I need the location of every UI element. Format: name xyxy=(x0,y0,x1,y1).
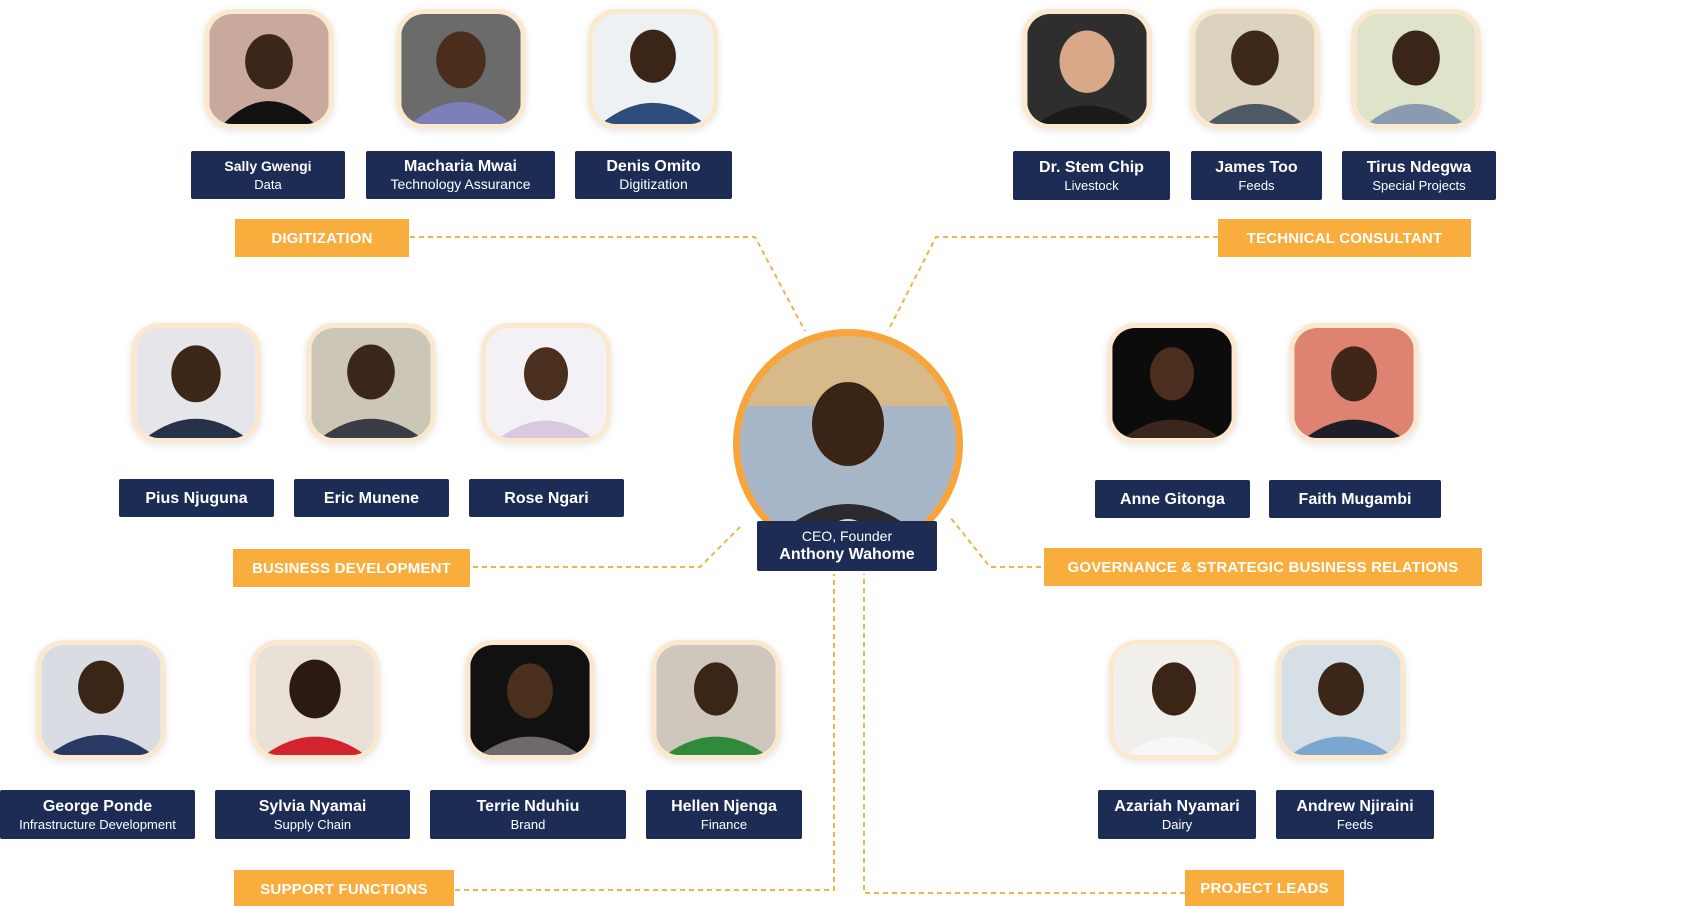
member-role: Brand xyxy=(510,816,546,832)
card-sally-gwengi: Sally Gwengi Data xyxy=(191,151,345,199)
member-name: Terrie Nduhiu xyxy=(476,797,580,815)
photo-dr-stem-chip xyxy=(1022,9,1152,129)
dept-label-technical: TECHNICAL CONSULTANT xyxy=(1218,219,1471,257)
photo-faith-mugambi xyxy=(1289,323,1419,443)
card-dr-stem-chip: Dr. Stem Chip Livestock xyxy=(1013,151,1170,200)
member-name: Sylvia Nyamai xyxy=(258,797,367,815)
photo-rose-ngari xyxy=(481,323,611,443)
member-role: Data xyxy=(254,177,282,192)
member-role: Feeds xyxy=(1336,816,1374,832)
dept-label-projects: PROJECT LEADS xyxy=(1185,870,1344,906)
member-name: Denis Omito xyxy=(606,158,701,175)
member-name: Sally Gwengi xyxy=(224,158,312,174)
member-role: Finance xyxy=(700,816,748,832)
photo-james-too xyxy=(1190,9,1320,129)
member-name: Pius Njuguna xyxy=(145,489,248,507)
card-rose-ngari: Rose Ngari xyxy=(469,479,624,517)
member-name: Hellen Njenga xyxy=(671,797,777,815)
member-name: Dr. Stem Chip xyxy=(1039,158,1144,176)
photo-tirus-ndegwa xyxy=(1351,9,1481,129)
photo-sally-gwengi xyxy=(204,9,334,129)
member-role: Dairy xyxy=(1161,816,1193,832)
member-name: James Too xyxy=(1215,158,1298,176)
card-anne-gitonga: Anne Gitonga xyxy=(1095,480,1250,518)
dept-label-digitization: DIGITIZATION xyxy=(235,219,409,257)
member-role: Infrastructure Development xyxy=(19,816,176,832)
card-denis-omito: Denis Omito Digitization xyxy=(575,151,732,199)
connector-business xyxy=(473,526,741,568)
card-hellen-njenga: Hellen Njenga Finance xyxy=(646,790,802,839)
photo-azariah-nyamari xyxy=(1109,640,1239,760)
card-pius-njuguna: Pius Njuguna xyxy=(119,479,274,517)
ceo-title: CEO, Founder xyxy=(801,528,893,544)
connector-digitization xyxy=(410,236,806,332)
photo-terrie-nduhiu xyxy=(465,640,595,760)
member-role: Livestock xyxy=(1064,177,1119,193)
ceo-name: Anthony Wahome xyxy=(779,546,915,563)
member-name: George Ponde xyxy=(42,797,153,815)
photo-pius-njuguna xyxy=(131,323,261,443)
connector-governance xyxy=(949,516,1050,568)
card-andrew-njiraini: Andrew Njiraini Feeds xyxy=(1276,790,1434,839)
member-name: Rose Ngari xyxy=(504,489,589,507)
member-name: Azariah Nyamari xyxy=(1114,797,1240,815)
card-james-too: James Too Feeds xyxy=(1191,151,1322,200)
card-eric-munene: Eric Munene xyxy=(294,479,449,517)
connector-technical xyxy=(887,236,1218,332)
connector-support xyxy=(455,574,835,891)
photo-denis-omito xyxy=(588,9,718,129)
card-macharia-mwai: Macharia Mwai Technology Assurance xyxy=(366,151,555,199)
photo-hellen-njenga xyxy=(651,640,781,760)
member-name: Tirus Ndegwa xyxy=(1366,158,1472,176)
member-role: Supply Chain xyxy=(273,816,352,832)
photo-macharia-mwai xyxy=(396,9,526,129)
connector-projects xyxy=(863,574,1185,894)
member-role: Special Projects xyxy=(1372,177,1466,193)
member-name: Andrew Njiraini xyxy=(1296,797,1414,815)
card-sylvia-nyamai: Sylvia Nyamai Supply Chain xyxy=(215,790,410,839)
photo-anne-gitonga xyxy=(1107,323,1237,443)
dept-label-governance: GOVERNANCE & STRATEGIC BUSINESS RELATION… xyxy=(1044,548,1482,586)
photo-eric-munene xyxy=(306,323,436,443)
member-role: Technology Assurance xyxy=(390,176,531,192)
card-faith-mugambi: Faith Mugambi xyxy=(1269,480,1441,518)
card-george-ponde: George Ponde Infrastructure Development xyxy=(0,790,195,839)
member-name: Macharia Mwai xyxy=(404,158,517,175)
card-tirus-ndegwa: Tirus Ndegwa Special Projects xyxy=(1342,151,1496,200)
dept-label-business: BUSINESS DEVELOPMENT xyxy=(233,549,470,587)
photo-andrew-njiraini xyxy=(1276,640,1406,760)
photo-sylvia-nyamai xyxy=(250,640,380,760)
member-name: Anne Gitonga xyxy=(1120,490,1225,508)
photo-george-ponde xyxy=(36,640,166,760)
member-name: Faith Mugambi xyxy=(1298,490,1412,508)
member-role: Feeds xyxy=(1238,177,1275,193)
card-azariah-nyamari: Azariah Nyamari Dairy xyxy=(1098,790,1256,839)
member-role: Digitization xyxy=(619,176,688,192)
member-name: Eric Munene xyxy=(323,489,420,507)
dept-label-support: SUPPORT FUNCTIONS xyxy=(234,870,454,906)
card-terrie-nduhiu: Terrie Nduhiu Brand xyxy=(430,790,626,839)
ceo-card: CEO, Founder Anthony Wahome xyxy=(757,521,937,571)
